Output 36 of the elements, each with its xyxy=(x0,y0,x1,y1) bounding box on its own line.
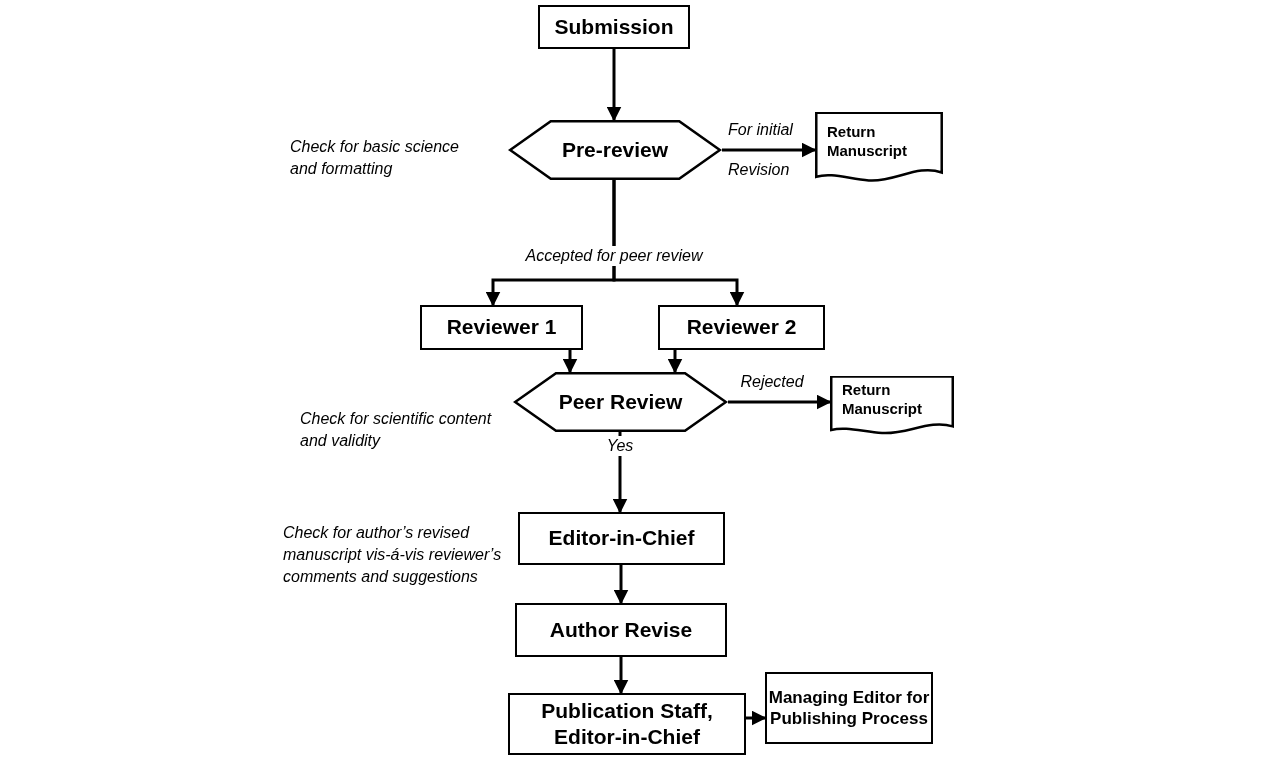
node-label: Reviewer 2 xyxy=(686,314,797,341)
arrow xyxy=(562,350,578,374)
arrow xyxy=(746,710,767,726)
preparation-hexagon xyxy=(513,372,728,432)
process-box xyxy=(508,693,746,755)
document-shape xyxy=(815,112,943,184)
annotation-note: Check for basic science and formatting xyxy=(290,137,460,179)
process-box xyxy=(515,603,727,657)
arrow xyxy=(613,565,629,605)
node-label: Return Manuscript xyxy=(827,123,908,161)
process-box xyxy=(518,512,725,565)
annotation-note: Check for author’s revised manuscript vis-á-vis reviewer’s comments and suggestions xyxy=(283,523,503,587)
preparation-hexagon xyxy=(508,120,722,180)
arrow xyxy=(612,180,745,307)
document-shape xyxy=(830,376,954,436)
node-label: Peer Review xyxy=(558,388,683,415)
node-label: Pre-review xyxy=(561,136,669,163)
process-box xyxy=(658,305,825,350)
process-box xyxy=(538,5,690,49)
annotation-note: Check for scientific content and validity xyxy=(300,409,493,451)
arrow xyxy=(606,49,622,122)
arrow xyxy=(613,657,629,695)
node-label: Return Manuscript xyxy=(842,381,923,419)
node-label: Editor-in-Chief xyxy=(548,525,695,552)
node-label: Publication Staff, Editor-in-Chief xyxy=(540,697,714,750)
process-box xyxy=(765,672,933,744)
node-label: Author Revise xyxy=(549,616,693,643)
node-label: Reviewer 1 xyxy=(446,314,557,341)
arrow xyxy=(722,142,817,158)
edge-label: For initial Revision xyxy=(728,120,794,180)
arrow xyxy=(728,394,832,410)
node-label: Managing Editor for Publishing Process xyxy=(767,686,931,730)
edge-label: Rejected xyxy=(739,372,805,392)
process-box xyxy=(420,305,583,350)
node-label: Submission xyxy=(554,13,674,40)
arrow xyxy=(667,350,683,374)
